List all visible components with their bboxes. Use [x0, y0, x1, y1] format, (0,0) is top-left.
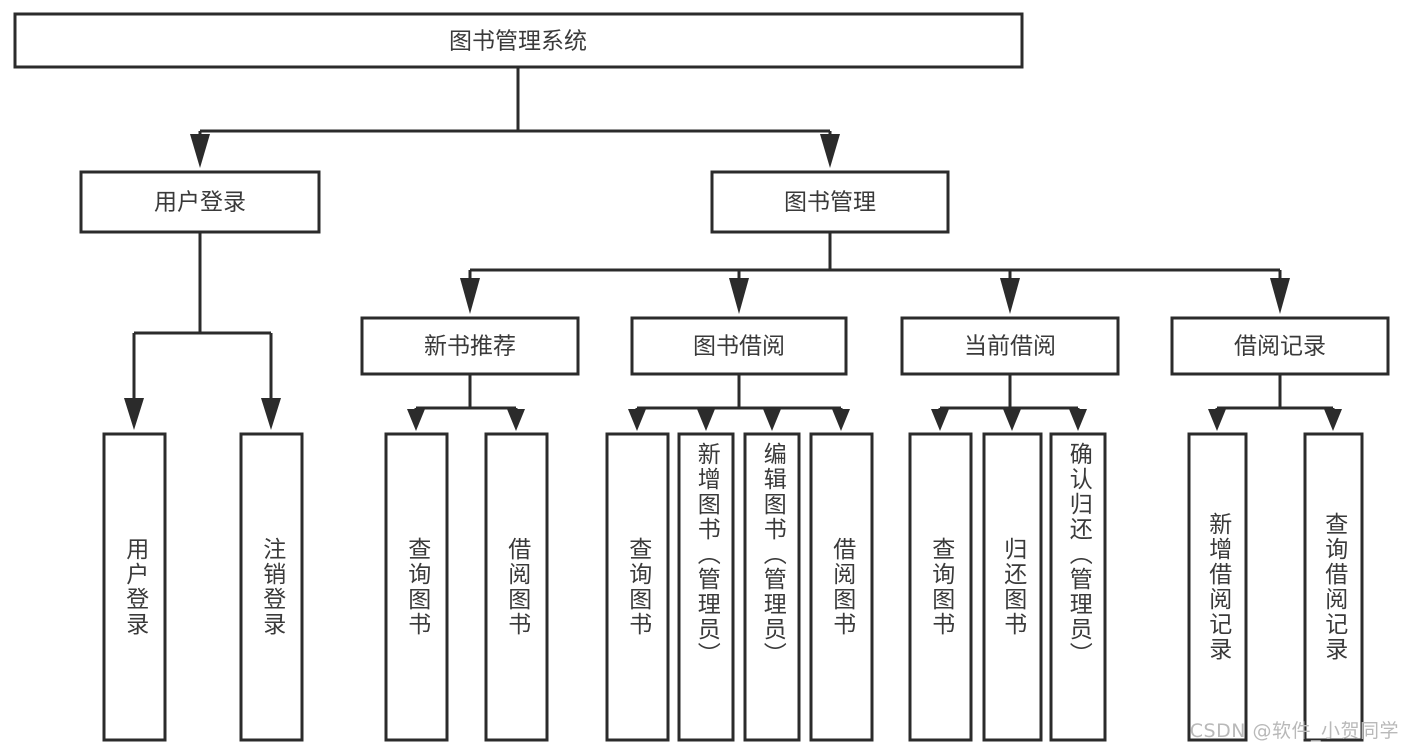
arrow-head-icon [407, 409, 425, 431]
connector-bookmanage-to-level3 [460, 232, 1290, 314]
connector-root-to-level2 [190, 67, 840, 168]
arrow-head-icon [124, 398, 144, 430]
leaf-box-query-book-cur[interactable] [908, 432, 973, 742]
leaf-box-query-borrow-record[interactable] [1303, 432, 1364, 742]
node-label: 用户登录 [154, 190, 246, 216]
leaf-box-query-book-borrow[interactable] [605, 432, 670, 742]
arrow-head-icon [507, 409, 525, 431]
arrow-head-icon [763, 409, 781, 431]
leaf-boxes [102, 432, 1364, 742]
leaf-box-add-book-admin[interactable] [677, 432, 735, 742]
leaf-box-return-book[interactable] [982, 432, 1043, 742]
arrow-head-icon [832, 409, 850, 431]
leaf-box-user-login[interactable] [102, 432, 167, 742]
arrow-head-icon [1000, 278, 1020, 314]
node-label: 当前借阅 [964, 334, 1056, 360]
arrow-head-icon [1069, 409, 1087, 431]
node-root[interactable]: 图书管理系统 [13, 12, 1024, 69]
node-book-borrow[interactable]: 图书借阅 [630, 316, 848, 376]
arrow-head-icon [1324, 409, 1342, 431]
connector-newbook-to-leaves [407, 374, 525, 431]
arrow-head-icon [820, 134, 840, 168]
node-borrow-record[interactable]: 借阅记录 [1170, 316, 1390, 376]
arrow-head-icon [190, 134, 210, 168]
arrow-head-icon [931, 409, 949, 431]
connector-borrowrecord-to-leaves [1208, 374, 1342, 431]
node-box [900, 316, 1120, 376]
node-label: 新书推荐 [424, 334, 516, 360]
node-box [13, 12, 1024, 69]
node-user-login[interactable]: 用户登录 [79, 170, 321, 234]
connector-currentborrow-to-leaves [931, 374, 1087, 431]
leaf-box-borrow-book-rec[interactable] [484, 432, 549, 742]
arrow-head-icon [1270, 278, 1290, 314]
connector-bookborrow-to-leaves [628, 374, 850, 431]
node-label: 图书管理系统 [449, 29, 587, 55]
arrow-head-icon [628, 409, 646, 431]
arrow-head-icon [261, 398, 281, 430]
arrow-head-icon [1208, 409, 1226, 431]
leaf-box-edit-book-admin[interactable] [743, 432, 801, 742]
arrow-head-icon [729, 278, 749, 314]
leaf-box-confirm-return-admin[interactable] [1049, 432, 1107, 742]
leaf-box-query-book-rec[interactable] [384, 432, 449, 742]
node-box [630, 316, 848, 376]
arrow-head-icon [460, 278, 480, 314]
leaf-box-logout[interactable] [239, 432, 304, 742]
node-book-manage[interactable]: 图书管理 [710, 170, 950, 234]
csdn-watermark: CSDN @软件_小贺同学 [1189, 720, 1399, 742]
node-label: 图书借阅 [693, 334, 785, 360]
leaf-box-add-borrow-record[interactable] [1187, 432, 1248, 742]
arrow-head-icon [1003, 409, 1021, 431]
arrow-head-icon [697, 409, 715, 431]
node-label: 借阅记录 [1234, 334, 1326, 360]
connector-userlogin-to-leaves [124, 232, 281, 430]
node-box [710, 170, 950, 234]
node-current-borrow[interactable]: 当前借阅 [900, 316, 1120, 376]
node-box [79, 170, 321, 234]
node-box [360, 316, 580, 376]
node-label: 图书管理 [784, 190, 876, 216]
node-box [1170, 316, 1390, 376]
node-new-book-recommend[interactable]: 新书推荐 [360, 316, 580, 376]
leaf-box-borrow-book[interactable] [809, 432, 874, 742]
